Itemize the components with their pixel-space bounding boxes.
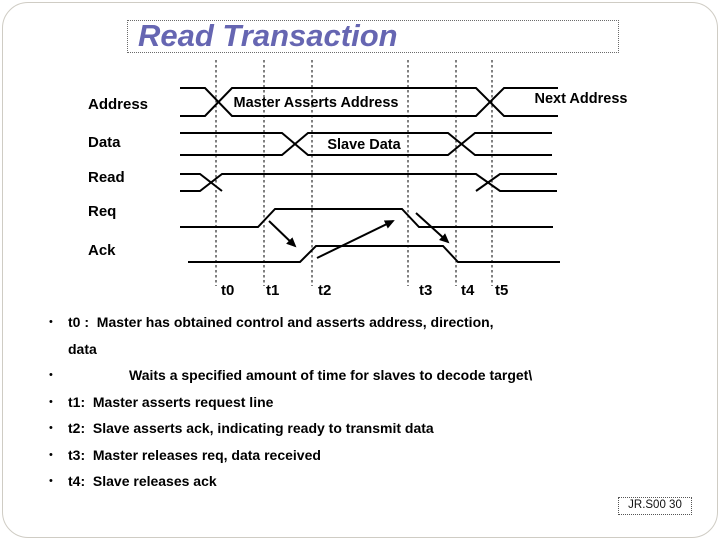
title-box: Read Transaction <box>127 18 619 53</box>
page-title: Read Transaction <box>138 18 398 53</box>
bullet-item-waits: • Waits a specified amount of time for s… <box>49 362 671 389</box>
signal-label-req: Req <box>88 203 116 220</box>
bullet-list: • t0 : Master has obtained control and a… <box>49 309 671 495</box>
bullet-text-waits: Waits a specified amount of time for sla… <box>129 367 533 383</box>
signal-label-data: Data <box>88 134 121 151</box>
signal-label-address: Address <box>88 96 148 113</box>
bullet-item-t2: • t2: Slave asserts ack, indicating read… <box>49 415 671 442</box>
bullet-item-t3: • t3: Master releases req, data received <box>49 442 671 469</box>
signal-label-read: Read <box>88 169 125 186</box>
data-waveform <box>180 132 552 156</box>
bus-label-master-asserts-address: Master Asserts Address <box>234 95 399 111</box>
time-label-t3: t3 <box>419 282 432 299</box>
bullet-item-t1: • t1: Master asserts request line <box>49 389 671 416</box>
bullet-dot-icon: • <box>49 475 53 487</box>
signal-label-ack: Ack <box>88 242 116 259</box>
arrow-req-to-ack-rise <box>268 220 297 248</box>
slide-number-badge: JR.S00 30 <box>618 497 692 515</box>
bullet-text-t1: t1: Master asserts request line <box>68 393 274 410</box>
bullet-text-t4: t4: Slave releases ack <box>68 473 217 489</box>
bullet-text-t0: t0 : Master has obtained control and ass… <box>68 314 494 357</box>
arrow-req-to-ack-fall <box>415 212 450 244</box>
bullet-item-t0: • t0 : Master has obtained control and a… <box>49 309 671 362</box>
time-label-t4: t4 <box>461 282 475 299</box>
bus-label-next-address: Next Address <box>535 91 628 107</box>
bullet-text-t2: t2: Slave asserts ack, indicating ready … <box>68 420 434 436</box>
arrow-ack-to-req-fall <box>316 220 395 259</box>
bus-label-slave-data: Slave Data <box>327 137 401 153</box>
bullet-dot-icon: • <box>49 395 53 408</box>
time-label-t0: t0 <box>221 282 234 299</box>
req-waveform <box>180 208 553 228</box>
bullet-item-t4: • t4: Slave releases ack <box>49 468 671 495</box>
bullet-text-t3: t3: Master releases req, data received <box>68 446 321 463</box>
time-labels: t0 t1 t2 t3 t4 t5 <box>221 282 508 299</box>
causality-arrows <box>268 212 450 259</box>
time-label-t5: t5 <box>495 282 508 299</box>
address-waveform <box>180 87 558 117</box>
bullet-dot-icon: • <box>49 316 53 328</box>
bullet-dot-icon: • <box>49 422 53 434</box>
bullet-dot-icon: • <box>49 448 53 461</box>
ack-waveform <box>188 245 560 263</box>
time-label-t1: t1 <box>266 282 279 299</box>
bullet-dot-icon: • <box>49 369 53 381</box>
read-waveform <box>180 173 557 192</box>
time-label-t2: t2 <box>318 282 331 299</box>
